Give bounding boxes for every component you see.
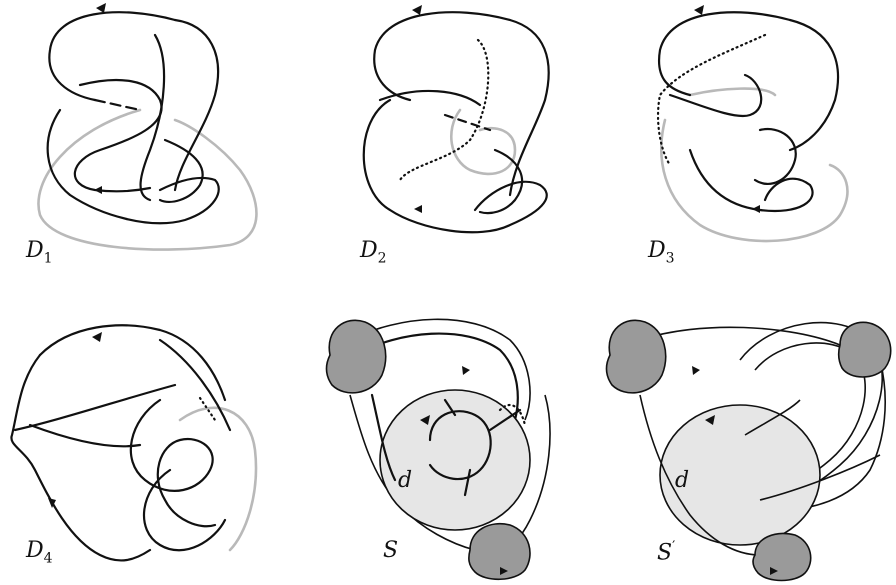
label-s: S bbox=[383, 540, 398, 562]
sp-disk-topright bbox=[839, 322, 891, 377]
d3-arrow-bottom bbox=[752, 205, 760, 213]
d3-gray-strand bbox=[661, 89, 847, 241]
diagram-s bbox=[326, 319, 550, 579]
label-d4: D4 bbox=[26, 540, 53, 565]
label-disk-s-prime: d bbox=[675, 470, 689, 492]
diagram-d2 bbox=[364, 5, 549, 232]
d4-diag-2 bbox=[30, 425, 140, 446]
d1-right-arc bbox=[175, 20, 218, 190]
d4-lower-knot bbox=[144, 470, 225, 550]
diagram-d4 bbox=[11, 325, 256, 560]
d2-right-arc bbox=[510, 20, 549, 195]
d2-dotted-strand bbox=[400, 40, 488, 180]
d3-arrow-top bbox=[694, 5, 704, 15]
s-disk-topleft bbox=[326, 320, 385, 393]
d1-inner-1 bbox=[75, 80, 162, 191]
d1-inner-2 bbox=[141, 35, 165, 200]
d4-gray-strand bbox=[180, 408, 256, 550]
sp-disk-bottom bbox=[753, 534, 811, 581]
d2-arrow-bottom bbox=[414, 205, 422, 213]
s-disk-bottom bbox=[469, 524, 530, 580]
label-d1: D1 bbox=[26, 240, 53, 265]
d1-outer-loop bbox=[49, 12, 175, 100]
d4-outer-loop bbox=[40, 325, 225, 400]
d3-inner-1 bbox=[670, 75, 761, 116]
sp-disk-topleft bbox=[606, 320, 665, 393]
label-d2: D2 bbox=[360, 240, 387, 265]
diagram-s-prime bbox=[606, 320, 890, 580]
d4-left-side bbox=[11, 355, 150, 560]
d2-arrow-top bbox=[412, 5, 422, 15]
d2-outer-loop bbox=[374, 12, 510, 100]
d3-dotted-strand bbox=[658, 35, 765, 165]
sp-band-top bbox=[640, 327, 840, 345]
d4-inner-knot bbox=[131, 400, 215, 526]
d3-crossing bbox=[755, 129, 796, 184]
diagram-d1 bbox=[38, 3, 256, 250]
label-d3: D3 bbox=[648, 240, 675, 265]
d1-front-cross bbox=[95, 100, 140, 110]
d3-right-arc bbox=[790, 20, 838, 150]
d1-gray-strand bbox=[38, 110, 256, 250]
d4-arrow-top bbox=[92, 332, 102, 342]
d2-lower-right bbox=[480, 150, 522, 213]
d1-arrow-bottom bbox=[94, 186, 102, 194]
diagram-d3 bbox=[658, 5, 847, 241]
d1-arrow-top bbox=[96, 3, 106, 13]
d1-bottom-loop bbox=[48, 110, 219, 223]
s-arrow-2 bbox=[462, 366, 470, 375]
label-s-prime: S′ bbox=[657, 540, 675, 564]
label-disk-s: d bbox=[398, 470, 412, 492]
sp-arrow-2 bbox=[692, 366, 700, 375]
